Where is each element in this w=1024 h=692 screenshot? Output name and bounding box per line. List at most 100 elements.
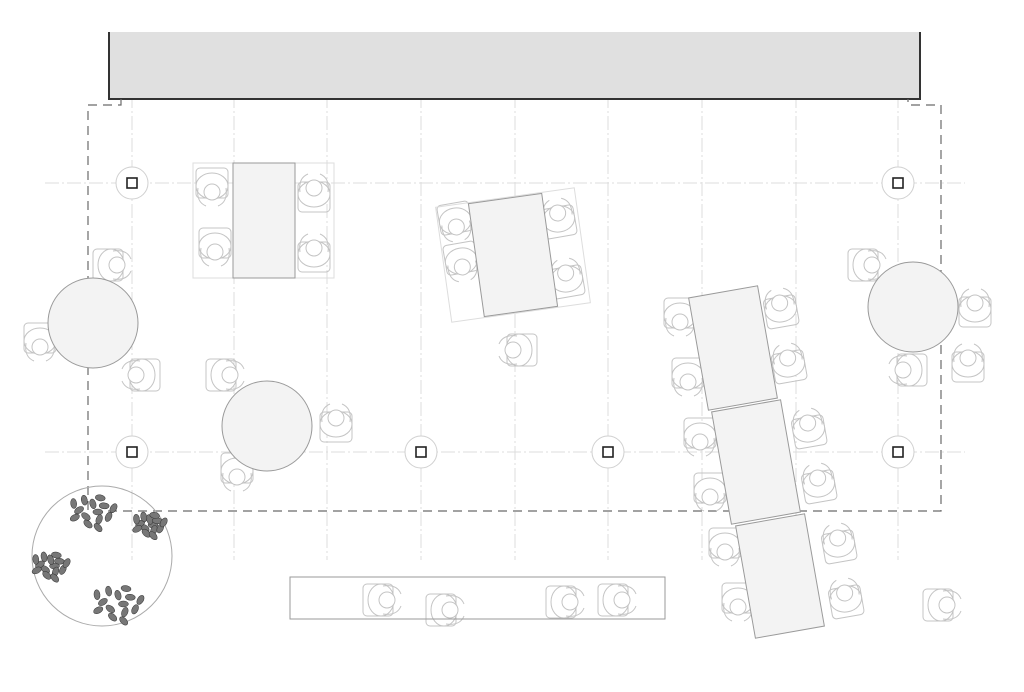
plant-leaf	[95, 494, 106, 502]
person-head	[31, 338, 49, 356]
plant-leaf	[62, 558, 71, 568]
plant-leaf	[89, 498, 97, 510]
plant-leaf	[114, 590, 122, 601]
person-head	[716, 543, 734, 561]
people-figures	[23, 167, 992, 627]
planter-circle	[31, 485, 173, 627]
person-head	[221, 366, 239, 384]
person-arms	[953, 343, 983, 363]
plant-leaf	[98, 598, 108, 606]
long-table-segment	[688, 285, 778, 411]
wall-block	[109, 32, 920, 99]
person-head	[504, 341, 522, 359]
plant-icon	[93, 585, 145, 626]
column-icon	[881, 166, 915, 200]
person-icon	[827, 577, 865, 620]
person-icon	[958, 288, 992, 328]
person-head	[305, 179, 323, 197]
furniture	[47, 162, 959, 639]
person-head	[327, 409, 345, 427]
plant-leaf	[118, 600, 129, 608]
plant-leaf	[80, 495, 88, 506]
person-arms	[685, 437, 715, 457]
column-ring	[115, 435, 149, 469]
plant-leaf	[70, 498, 77, 509]
person-icon	[425, 593, 465, 627]
person-icon	[195, 167, 229, 207]
person-head	[729, 598, 747, 616]
plant-leaf	[42, 571, 52, 580]
plant-icon	[132, 511, 168, 541]
plant-leaf	[136, 595, 145, 605]
person-head	[799, 414, 817, 432]
plant-leaf	[108, 612, 118, 622]
person-icon	[442, 240, 480, 283]
person-icon	[205, 358, 245, 392]
plant-leaf	[47, 554, 55, 565]
person-icon	[319, 403, 353, 443]
plant-leaf	[93, 523, 103, 532]
plant-leaf	[120, 585, 132, 592]
plant-leaf	[105, 604, 115, 613]
person-arms	[498, 335, 518, 365]
person-head	[378, 591, 396, 609]
plant-leaf	[40, 551, 48, 563]
person-icon	[708, 527, 742, 567]
person-arms	[197, 187, 227, 207]
round-table	[221, 380, 313, 472]
plant-leaf	[125, 593, 136, 601]
person-head	[671, 313, 689, 331]
column-square	[126, 446, 138, 458]
planter	[31, 485, 173, 627]
plant-leaf	[83, 519, 93, 529]
plant-leaf	[149, 512, 160, 519]
person-arms	[445, 595, 465, 625]
person-arms	[222, 472, 252, 492]
person-arms	[802, 462, 833, 485]
person-icon	[540, 197, 578, 240]
round-table	[47, 277, 139, 369]
column-ring	[881, 166, 915, 200]
person-arms	[792, 407, 823, 430]
plant-leaf	[93, 589, 101, 600]
column-square	[415, 446, 427, 458]
person-arms	[382, 585, 402, 615]
person-arms	[822, 522, 853, 545]
person-icon	[888, 353, 928, 387]
person-head	[938, 596, 956, 614]
person-icon	[671, 357, 705, 397]
bench	[289, 576, 666, 620]
plant-leaf	[148, 531, 158, 541]
person-icon	[548, 257, 586, 300]
person-head	[779, 349, 797, 367]
plant-leaf	[98, 502, 110, 510]
plant-leaf	[105, 585, 112, 597]
plant-leaf	[140, 511, 148, 523]
column-ring	[591, 435, 625, 469]
person-icon	[951, 343, 985, 383]
round-table	[867, 261, 959, 353]
column-ring	[881, 435, 915, 469]
person-arms	[617, 585, 637, 615]
column-square	[892, 177, 904, 189]
person-icon	[790, 407, 828, 450]
person-arms	[673, 377, 703, 397]
person-icon	[436, 200, 474, 243]
person-icon	[545, 585, 585, 619]
person-arms	[829, 577, 860, 600]
wall-outline	[108, 32, 921, 100]
person-icon	[800, 462, 838, 505]
long-table-segment	[711, 399, 801, 525]
person-head	[679, 373, 697, 391]
person-head	[453, 258, 471, 276]
person-head	[305, 239, 323, 257]
person-icon	[121, 358, 161, 392]
person-icon	[847, 248, 887, 282]
person-icon	[693, 472, 727, 512]
person-head	[557, 264, 575, 282]
person-head	[127, 366, 145, 384]
plant-leaf	[50, 573, 60, 583]
person-arms	[942, 590, 962, 620]
person-arms	[764, 287, 795, 310]
